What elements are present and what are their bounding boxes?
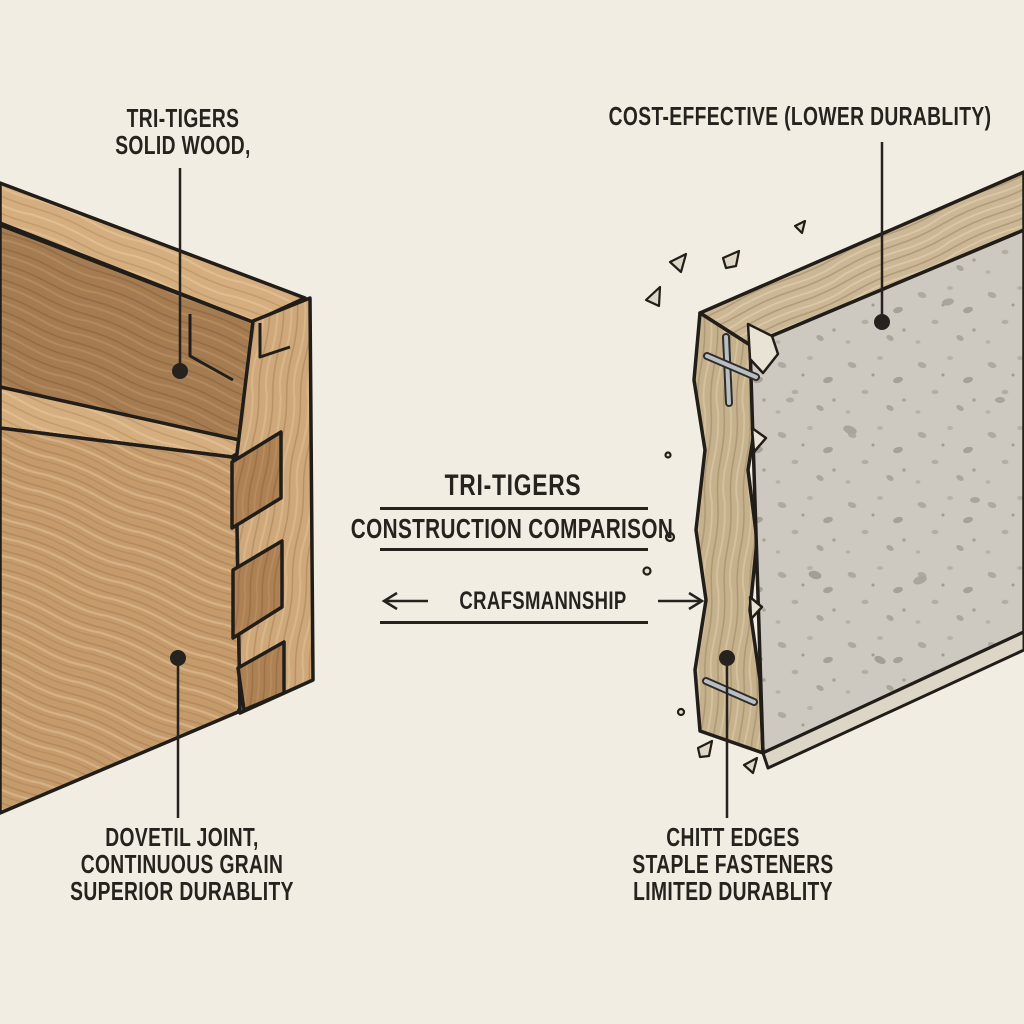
chip-notch (750, 426, 768, 454)
leader-dot-bottom-right (719, 650, 735, 666)
joint-detail-line (258, 323, 291, 359)
label-line: COST-EFFECTIVE (LOWER DURABLITY) (608, 101, 992, 131)
leader-dot-top-right (874, 314, 890, 330)
solid-wood-drawer (0, 181, 315, 815)
label-line: LIMITED DURABLITY (633, 876, 833, 906)
label-line: STAPLE FASTENERS (632, 849, 834, 879)
staple-cross (703, 333, 760, 407)
board-bottom-edge (761, 630, 1024, 770)
chip-notch (748, 595, 764, 621)
divider-rule (380, 548, 648, 551)
arrow-left-icon (381, 591, 428, 611)
chip-large (746, 322, 780, 375)
chip-speck (642, 566, 652, 576)
label-line: CONTINUOUS GRAIN (80, 849, 284, 879)
leader-dot-top-left (172, 363, 188, 379)
leader-lines (170, 142, 890, 818)
label-line: CHITT EDGES (666, 822, 800, 852)
divider-rule (380, 507, 648, 510)
chip-speck (664, 531, 676, 543)
center-title: CONSTRUCTION COMPARISON (350, 513, 674, 544)
chip-fragment (696, 739, 714, 759)
comparison-axis: CRAFSMANNSHIP (380, 584, 705, 618)
floating-chips (642, 219, 807, 775)
chip-speck (676, 707, 686, 717)
joint-detail-line (188, 314, 234, 382)
chip-fragment (668, 252, 688, 274)
chip-fragment (644, 285, 662, 308)
dovetail-socket-1 (230, 430, 283, 530)
dovetail-socket-2 (231, 539, 284, 640)
edge-chip-highlights (746, 322, 780, 621)
chip-fragment (793, 219, 807, 235)
center-brand: TRI-TIGERS (444, 469, 582, 502)
label-line: SOLID WOOD, (115, 130, 251, 160)
label-cost-effective: COST-EFFECTIVE (LOWER DURABLITY) (609, 103, 992, 130)
particle-board-panel (642, 170, 1024, 775)
label-line: SUPERIOR DURABLITY (70, 876, 294, 906)
drawer-side-panel-face (0, 426, 242, 815)
divider-rule (380, 621, 648, 624)
dovetail-socket-3 (236, 640, 286, 712)
label-line: DOVETIL JOINT, (105, 822, 259, 852)
chip-fragment (721, 249, 741, 270)
arrow-right-icon (657, 591, 705, 611)
comparison-axis-label: CRAFSMANNSHIP (459, 586, 627, 615)
label-dovetail-joint: DOVETIL JOINT, CONTINUOUS GRAIN SUPERIOR… (70, 824, 294, 905)
chip-speck (664, 451, 672, 459)
label-solid-wood: TRI-TIGERS SOLID WOOD, (115, 105, 251, 159)
staple-single (702, 677, 758, 706)
label-chipped-edges: CHITT EDGES STAPLE FASTENERS LIMITED DUR… (632, 824, 833, 905)
leader-dot-bottom-left (170, 650, 186, 666)
staple-fasteners (702, 333, 760, 706)
label-line: TRI-TIGERS (126, 103, 240, 133)
board-face-speckles (786, 298, 1005, 665)
chip-fragment (742, 756, 759, 775)
board-gray-face (748, 228, 1024, 755)
